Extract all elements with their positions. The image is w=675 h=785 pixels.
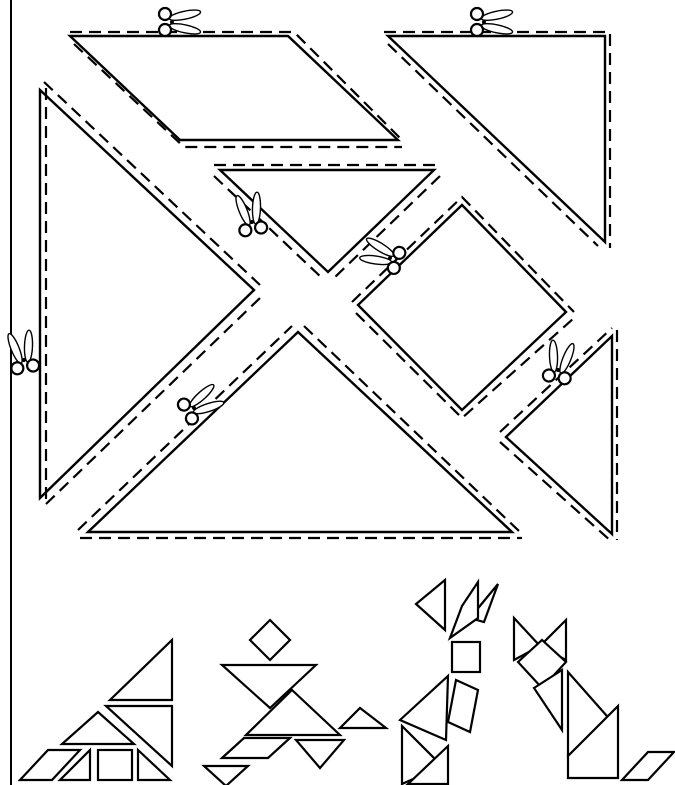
scissors-icon [159, 8, 201, 36]
figure-rabbit [400, 580, 498, 784]
figure-cat [514, 618, 674, 780]
figure-person-running [204, 620, 386, 785]
scissors-icon [471, 8, 513, 36]
figure-fox-1 [20, 640, 172, 780]
scissors-icon [358, 235, 407, 276]
scissors-icon [542, 339, 577, 386]
piece-small-triangle-right [500, 328, 617, 542]
piece-small-triangle-top-right [384, 32, 610, 248]
piece-parallelogram-top [70, 32, 404, 147]
